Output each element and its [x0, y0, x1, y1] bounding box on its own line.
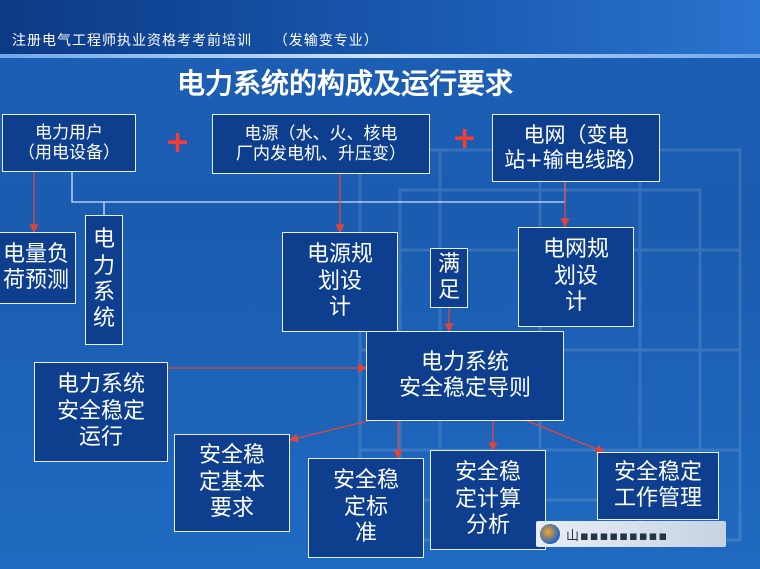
institution-logo: 山▪▪▪▪▪▪▪▪▪	[536, 521, 726, 547]
banner-divider	[0, 54, 760, 58]
standard-box: 安全稳 定标 准	[308, 458, 424, 558]
arrow-guideline-to-basic	[288, 419, 373, 443]
analysis-box: 安全稳 定计算 分析	[430, 450, 546, 550]
operation-box: 电力系统 安全稳定 运行	[34, 362, 168, 462]
logo-emblem-icon	[540, 524, 560, 544]
plus-sign-left: +	[165, 125, 191, 160]
top-banner	[0, 0, 760, 56]
power-source-box: 电源（水、火、核电 厂内发电机、升压变）	[212, 114, 430, 174]
management-box: 安全稳定 工作管理	[597, 452, 719, 520]
satisfy-box: 满 足	[430, 248, 468, 308]
arrow-guideline-to-management	[524, 419, 606, 454]
logo-wordmark: 山▪▪▪▪▪▪▪▪▪	[566, 529, 669, 544]
grid-box: 电网（变电 站+输电线路）	[492, 114, 660, 182]
grid-planning-box: 电网规 划设 计	[518, 227, 634, 327]
power-system-vertical-box: 电 力 系 统	[85, 215, 123, 345]
slide-title: 电力系统的构成及运行要求	[176, 67, 513, 100]
course-header: 注册电气工程师执业资格考考前培训 （发输变专业）	[12, 33, 379, 49]
plus-sign-right: +	[452, 121, 478, 156]
guideline-box: 电力系统 安全稳定导则	[366, 331, 564, 421]
power-user-box: 电力用户 （用电设备）	[2, 114, 136, 172]
load-forecast-box: 电量负 荷预测	[0, 232, 76, 304]
source-planning-box: 电源规 划设 计	[282, 232, 398, 332]
basic-requirement-box: 安全稳 定基本 要求	[174, 434, 290, 532]
